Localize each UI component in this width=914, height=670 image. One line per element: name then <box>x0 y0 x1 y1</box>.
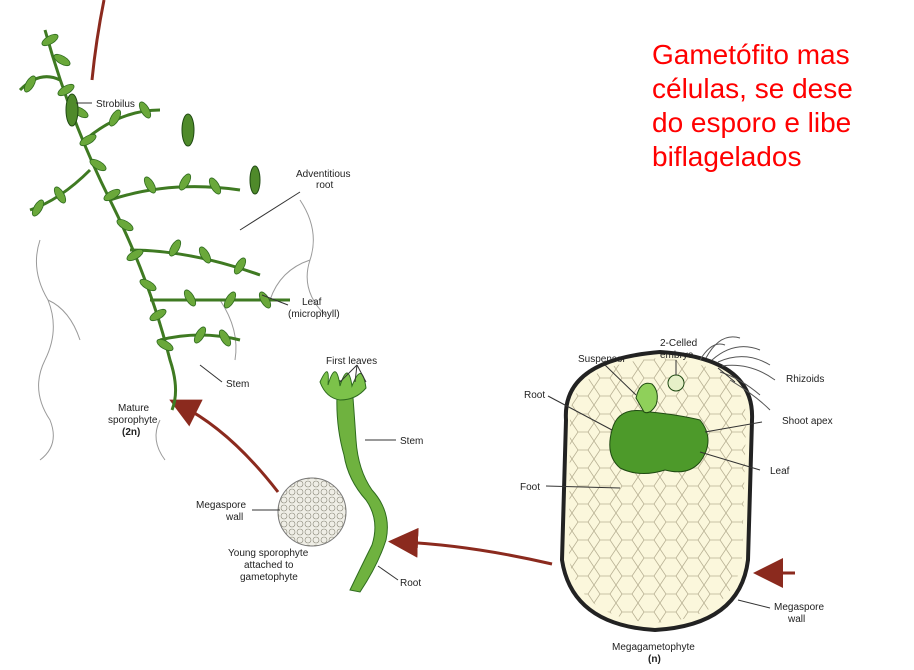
label-young-2: attached to <box>244 560 294 571</box>
label-stem-mature: Stem <box>226 379 249 390</box>
embryo <box>610 410 708 473</box>
adventitious-roots <box>36 200 325 460</box>
label-mature-3: (2n) <box>122 427 140 438</box>
label-leaf-microphyll-1: Leaf <box>302 297 322 308</box>
mature-sporophyte <box>20 30 325 460</box>
label-foot: Foot <box>520 482 540 493</box>
arrow-megagametophyte-to-young <box>400 542 552 564</box>
megagametophyte <box>562 337 775 630</box>
label-mature-1: Mature <box>118 403 150 414</box>
label-megaspore-left-2: wall <box>225 512 243 523</box>
label-shoot-apex: Shoot apex <box>782 416 833 427</box>
young-stem <box>337 380 388 592</box>
label-megaspore-right-1: Megaspore <box>774 602 824 613</box>
first-leaves-shape <box>320 372 366 400</box>
label-stem-young: Stem <box>400 436 423 447</box>
megaspore-ball-texture <box>278 478 346 546</box>
label-megaspore-left-1: Megaspore <box>196 500 246 511</box>
label-root-young: Root <box>400 578 421 589</box>
label-young-3: gametophyte <box>240 572 298 583</box>
label-adventitious-1: Adventitious <box>296 169 350 180</box>
label-megagametophyte-2: (n) <box>648 654 661 665</box>
label-rhizoids: Rhizoids <box>786 374 824 385</box>
label-leaf-embryo: Leaf <box>770 466 790 477</box>
label-suspensor: Suspensor <box>578 354 626 365</box>
label-mature-2: sporophyte <box>108 415 158 426</box>
label-megagametophyte-1: Megagametophyte <box>612 642 695 653</box>
label-megaspore-right-2: wall <box>787 614 805 625</box>
label-root-embryo: Root <box>524 390 545 401</box>
two-celled-embryo-shape <box>668 375 684 391</box>
arrow-young-to-mature <box>180 405 278 492</box>
label-two-celled-2: embryo <box>660 350 694 361</box>
label-leaf-microphyll-2: (microphyll) <box>288 309 340 320</box>
label-two-celled-1: 2-Celled <box>660 338 697 349</box>
label-young-1: Young sporophyte <box>228 548 309 559</box>
label-first-leaves: First leaves <box>326 356 377 367</box>
stems <box>20 30 290 410</box>
arrow-top <box>92 0 104 80</box>
label-adventitious-2: root <box>316 180 333 191</box>
label-strobilus: Strobilus <box>96 99 135 110</box>
